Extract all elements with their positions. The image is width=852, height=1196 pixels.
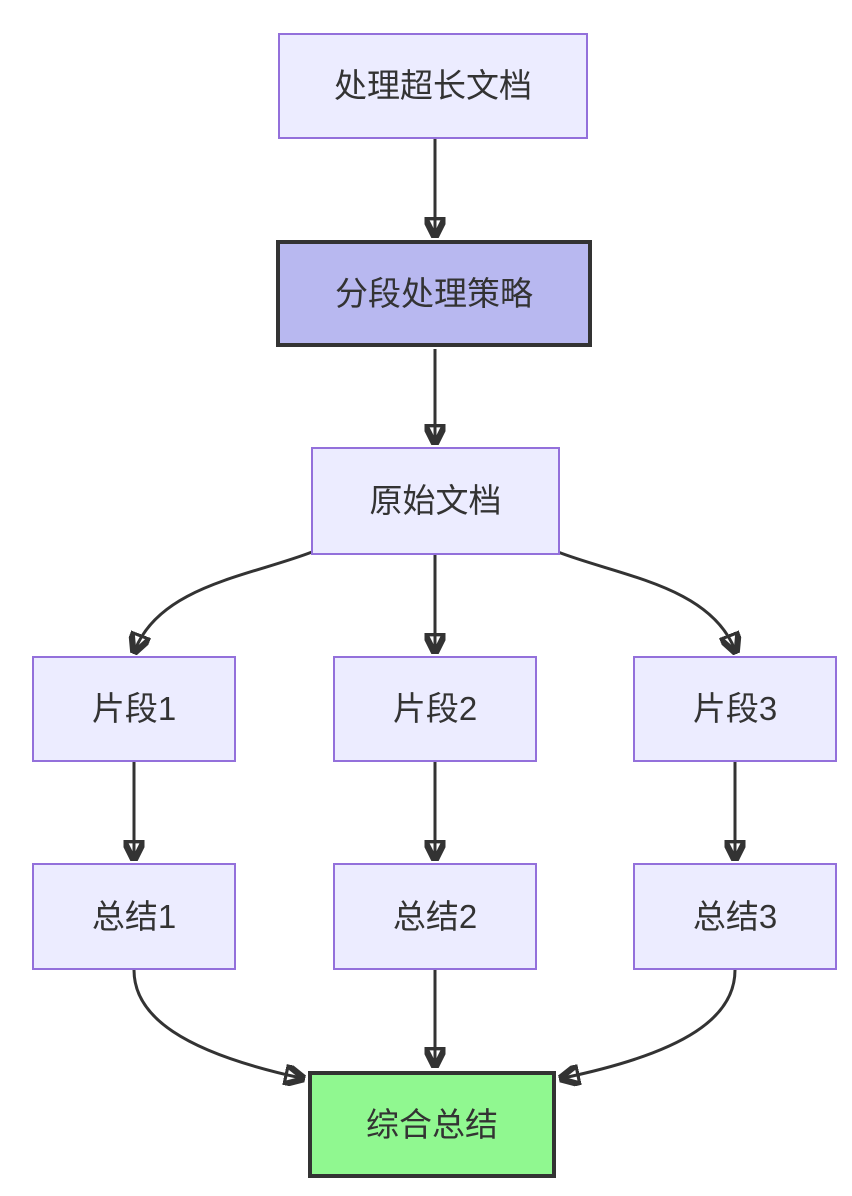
node-label: 综合总结 bbox=[366, 1105, 498, 1143]
node-fragment-1: 片段1 bbox=[32, 656, 236, 762]
node-label: 总结3 bbox=[692, 897, 778, 935]
node-label: 原始文档 bbox=[369, 482, 502, 520]
edge-e3-f bbox=[563, 969, 737, 1078]
node-label: 总结1 bbox=[91, 897, 177, 935]
node-summary-1: 总结1 bbox=[32, 863, 236, 970]
node-summary-2: 总结2 bbox=[333, 863, 537, 970]
node-label: 片段2 bbox=[392, 690, 478, 728]
node-label: 片段3 bbox=[692, 690, 778, 728]
node-label: 分段处理策略 bbox=[335, 274, 533, 312]
node-label: 总结2 bbox=[392, 897, 478, 935]
node-summary-3: 总结3 bbox=[633, 863, 837, 970]
node-process-long-doc: 处理超长文档 bbox=[278, 33, 588, 139]
node-segmentation-strategy: 分段处理策略 bbox=[276, 240, 592, 347]
node-original-doc: 原始文档 bbox=[311, 447, 560, 555]
node-final-summary: 综合总结 bbox=[308, 1071, 556, 1178]
edge-c-d3 bbox=[557, 550, 735, 650]
node-label: 片段1 bbox=[91, 690, 177, 728]
node-fragment-2: 片段2 bbox=[333, 656, 537, 762]
node-fragment-3: 片段3 bbox=[633, 656, 837, 762]
edge-e1-f bbox=[132, 969, 301, 1078]
edge-c-d1 bbox=[135, 550, 313, 650]
node-label: 处理超长文档 bbox=[334, 67, 532, 105]
